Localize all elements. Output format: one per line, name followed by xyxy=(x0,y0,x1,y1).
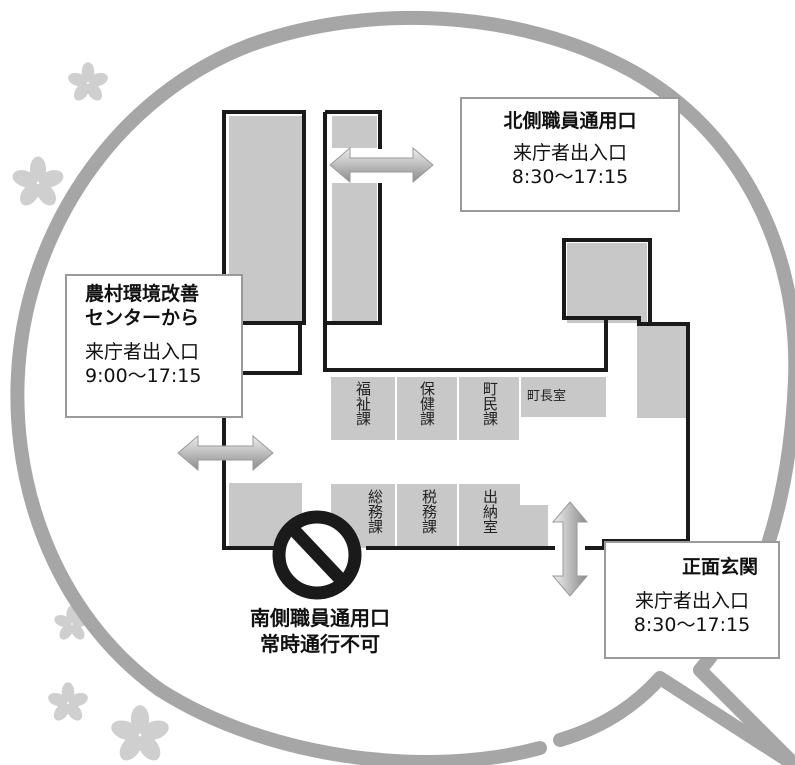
room-label-suito: 出納室 xyxy=(481,489,499,534)
west-entrance-hours: 9:00〜17:15 xyxy=(85,365,202,387)
no-entry-icon xyxy=(272,510,362,600)
front-entrance-title: 正面玄関 xyxy=(681,556,758,578)
rooms xyxy=(229,116,686,548)
front-entrance-hours: 8:30〜17:15 xyxy=(633,614,751,636)
north-entrance-hours-label: 来庁者出入口 xyxy=(512,142,627,164)
north-entrance-title: 北側職員通用口 xyxy=(503,110,637,132)
room-label-somu: 総務課 xyxy=(366,489,384,534)
room-label-zeimu: 税務課 xyxy=(420,489,438,534)
north-entrance-box: 北側職員通用口 来庁者出入口 8:30〜17:15 xyxy=(460,97,680,212)
room-label-fukushi: 福祉課 xyxy=(354,381,372,426)
room-dividers xyxy=(395,377,521,548)
south-entrance-label: 南側職員通用口 常時通行不可 xyxy=(225,605,415,657)
double-arrow-icon xyxy=(177,434,274,472)
front-entrance-box: 正面玄関 来庁者出入口 8:30〜17:15 xyxy=(604,541,780,659)
front-entrance-hours-label: 来庁者出入口 xyxy=(634,590,749,612)
room-label-chomin: 町民課 xyxy=(481,381,499,426)
south-entrance-title: 南側職員通用口 xyxy=(250,606,390,630)
west-entrance-hours-label: 来庁者出入口 xyxy=(85,341,200,363)
north-entrance-hours: 8:30〜17:15 xyxy=(511,166,629,188)
south-entrance-status: 常時通行不可 xyxy=(260,632,380,656)
west-entrance-box: 農村環境改善 センターから 来庁者出入口 9:00〜17:15 xyxy=(65,274,243,418)
walls xyxy=(222,110,690,550)
double-arrow-icon xyxy=(329,146,434,184)
double-arrow-icon xyxy=(551,501,589,597)
room-label-chocho: 町長室 xyxy=(527,389,567,404)
west-entrance-title-2: センターから xyxy=(85,307,200,329)
room-label-hoken: 保健課 xyxy=(418,381,436,426)
west-entrance-title-1: 農村環境改善 xyxy=(85,283,200,305)
